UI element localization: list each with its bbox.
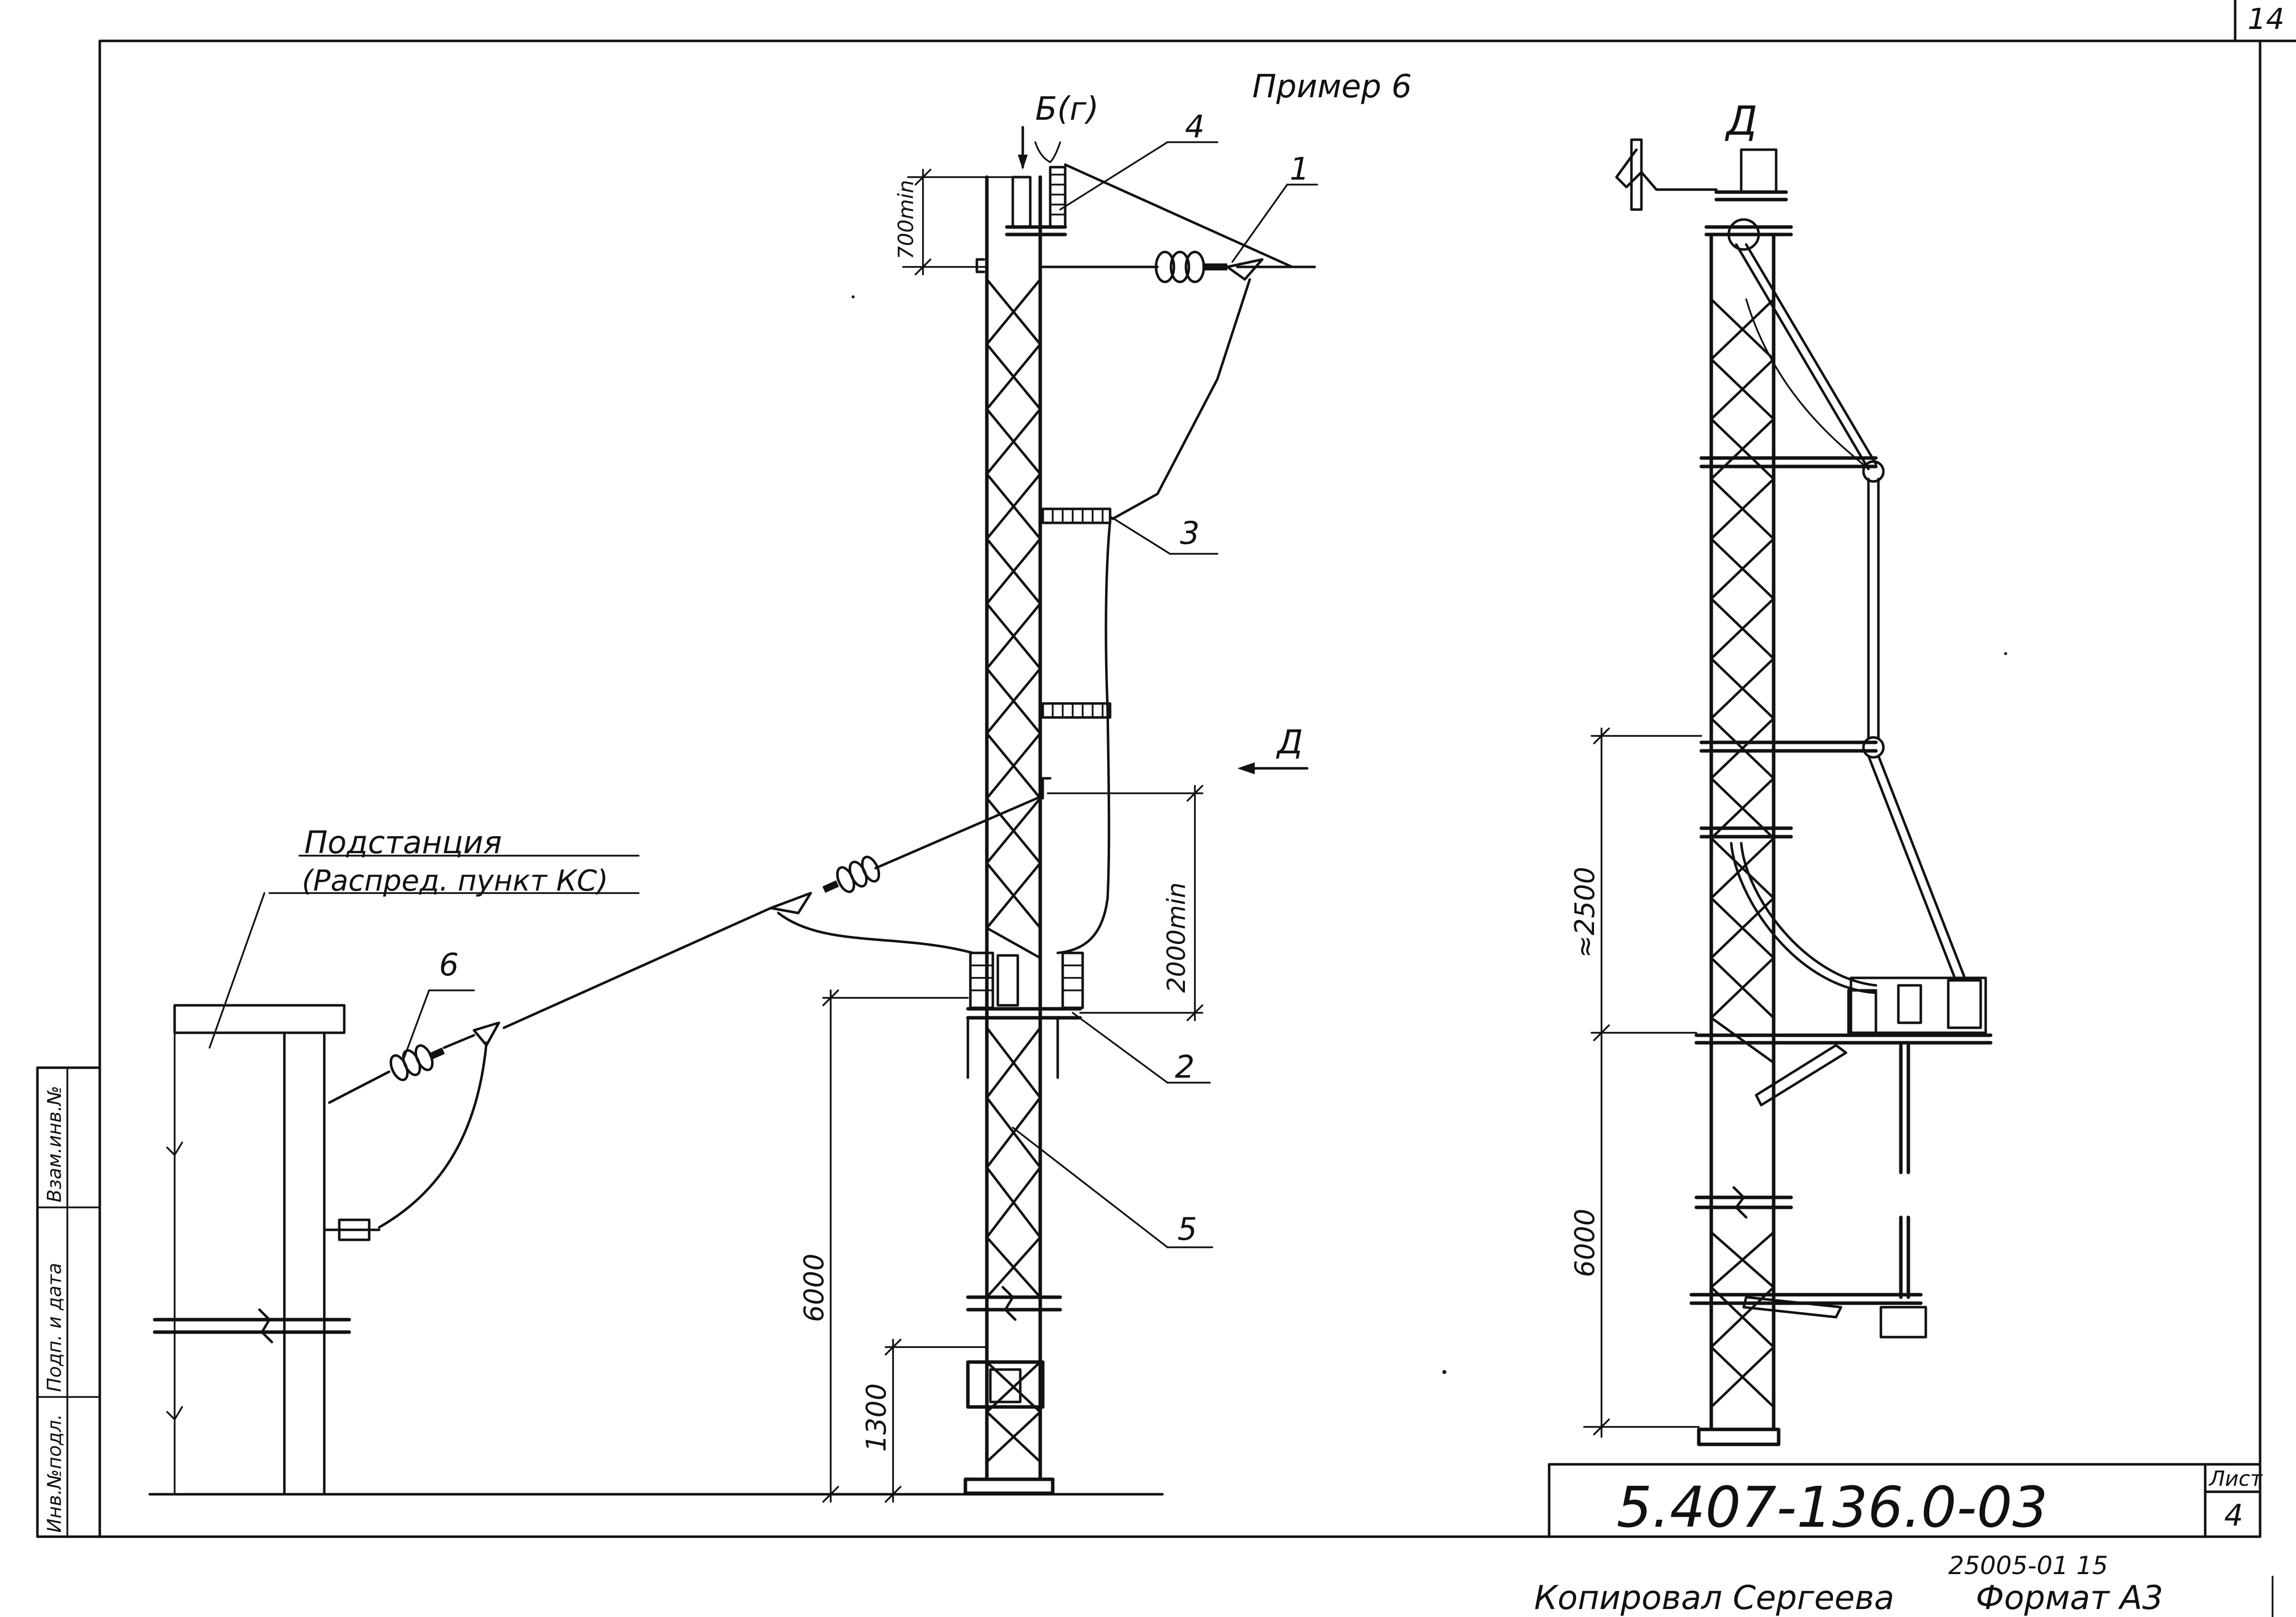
stamp-sign-date: Подп. и дата (43, 1263, 65, 1392)
side-view-arrow-label: Д (1276, 723, 1303, 761)
dim-700: 700min (894, 180, 918, 259)
callout-1-label: 1 (1290, 151, 1309, 187)
callout-6-label: 6 (439, 946, 459, 983)
side-pole (1694, 148, 1793, 1446)
front-dimensions: 700min 2000min 6000 1300 (798, 169, 1203, 1503)
callout-4: 4 (1059, 108, 1218, 211)
front-pole (963, 175, 1062, 1495)
side-cable-run (1730, 243, 1967, 994)
substation-wall (148, 1004, 1164, 1496)
dim-6000-front: 6000 (798, 1254, 830, 1322)
front-cable-run (1041, 507, 1112, 954)
title-block: 5.407-136.0-03 Лист 4 (1548, 1463, 2263, 1540)
side-dimensions: ≈2500 6000 (1569, 727, 1702, 1438)
side-crossarms (1699, 456, 1885, 839)
sheet-label: Лист (2208, 1466, 2263, 1491)
substation-label: Подстанция (304, 824, 502, 861)
substation-sublabel: (Распред. пункт КС) (302, 864, 608, 898)
side-view-arrow: Д (1237, 723, 1309, 774)
side-platform (1689, 976, 1993, 1339)
dim-1300: 1300 (861, 1384, 892, 1452)
side-view-label: Д (1725, 98, 1758, 144)
front-overhead-line (1039, 163, 1316, 520)
dim-6000-side: 6000 (1569, 1209, 1601, 1277)
callout-2-label: 2 (1175, 1049, 1194, 1085)
side-stamp: Взам.инв.№ Подп. и дата Инв.№подл. (36, 1066, 101, 1538)
drawing-title: Пример 6 (1252, 68, 1412, 105)
extra-number: 25005-01 15 (1948, 1551, 2108, 1580)
callout-4-label: 4 (1185, 108, 1204, 145)
callout-5: 5 (1012, 1127, 1213, 1248)
copied-by: Копировал Сергеева (1534, 1579, 1894, 1617)
view-arrow-b-label: Б(г) (1035, 91, 1099, 128)
callout-2: 2 (1072, 1012, 1211, 1085)
callout-1: 1 (1231, 151, 1318, 263)
callout-6: 6 (403, 946, 475, 1059)
format-label: Формат А3 (1976, 1579, 2163, 1617)
callout-3: 3 (1109, 515, 1218, 555)
side-top-bracket (1615, 138, 1760, 251)
document-code: 5.407-136.0-03 (1616, 1475, 2048, 1540)
view-arrow-b: Б(г) (1018, 91, 1099, 170)
front-line-to-substation (328, 794, 1044, 1229)
front-mid-platform (966, 951, 1084, 1079)
stamp-replaced: Взам.инв.№ (43, 1086, 65, 1202)
substation-label-group: Подстанция (Распред. пункт КС) (209, 824, 640, 1049)
dim-2500: ≈2500 (1569, 867, 1601, 958)
dim-2000: 2000min (1162, 882, 1191, 993)
callout-5-label: 5 (1177, 1211, 1197, 1247)
page-number: 14 (2248, 2, 2285, 36)
sheet-frame (98, 0, 2296, 1538)
sheet-number: 4 (2224, 1498, 2243, 1533)
front-top-disconnector (1005, 166, 1067, 251)
stamp-inv-no: Инв.№подл. (43, 1414, 65, 1533)
callout-3-label: 3 (1180, 515, 1199, 551)
